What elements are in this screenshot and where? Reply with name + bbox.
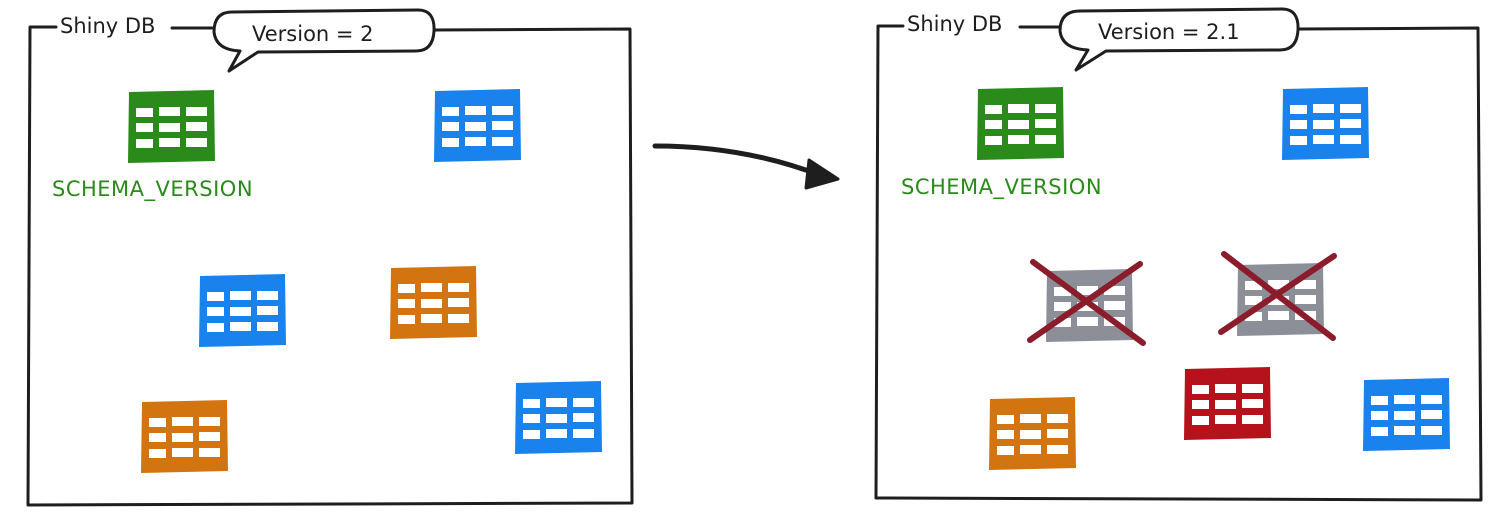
removed-table-2 <box>1218 251 1337 341</box>
schema-version-label: SCHEMA_VERSION <box>901 175 1102 200</box>
schema-version-label: SCHEMA_VERSION <box>52 177 253 202</box>
version-label: Version = 2.1 <box>1098 20 1240 44</box>
removed-table-1 <box>1027 259 1146 346</box>
db-after: Shiny DB Version = 2.1 SCHEMA_VERSION <box>874 7 1483 502</box>
table-icon-blue <box>1363 378 1450 451</box>
table-icon-red <box>1184 367 1271 440</box>
table-icon-orange <box>141 400 228 473</box>
db-label: Shiny DB <box>907 12 1002 36</box>
version-bubble: Version = 2.1 <box>1058 7 1300 72</box>
migration-arrow <box>652 143 840 190</box>
db-before: Shiny DB Version = 2 SCHEMA_VERSION <box>26 8 634 507</box>
db-after-frame <box>874 24 1483 502</box>
table-icon-blue <box>1282 87 1369 160</box>
version-bubble: Version = 2 <box>212 8 436 73</box>
version-label: Version = 2 <box>252 22 374 46</box>
table-icon-blue <box>434 89 521 162</box>
table-icon-blue <box>199 274 286 347</box>
table-icon-schema-version <box>977 87 1064 160</box>
table-icon-schema-version <box>128 90 215 163</box>
db-before-frame <box>26 25 634 507</box>
table-icon-orange <box>989 397 1076 470</box>
db-label: Shiny DB <box>60 14 155 38</box>
table-icon-orange <box>390 266 477 339</box>
cross-out-icon <box>1218 251 1337 341</box>
table-icon-blue <box>515 381 602 454</box>
cross-out-icon <box>1027 259 1146 346</box>
